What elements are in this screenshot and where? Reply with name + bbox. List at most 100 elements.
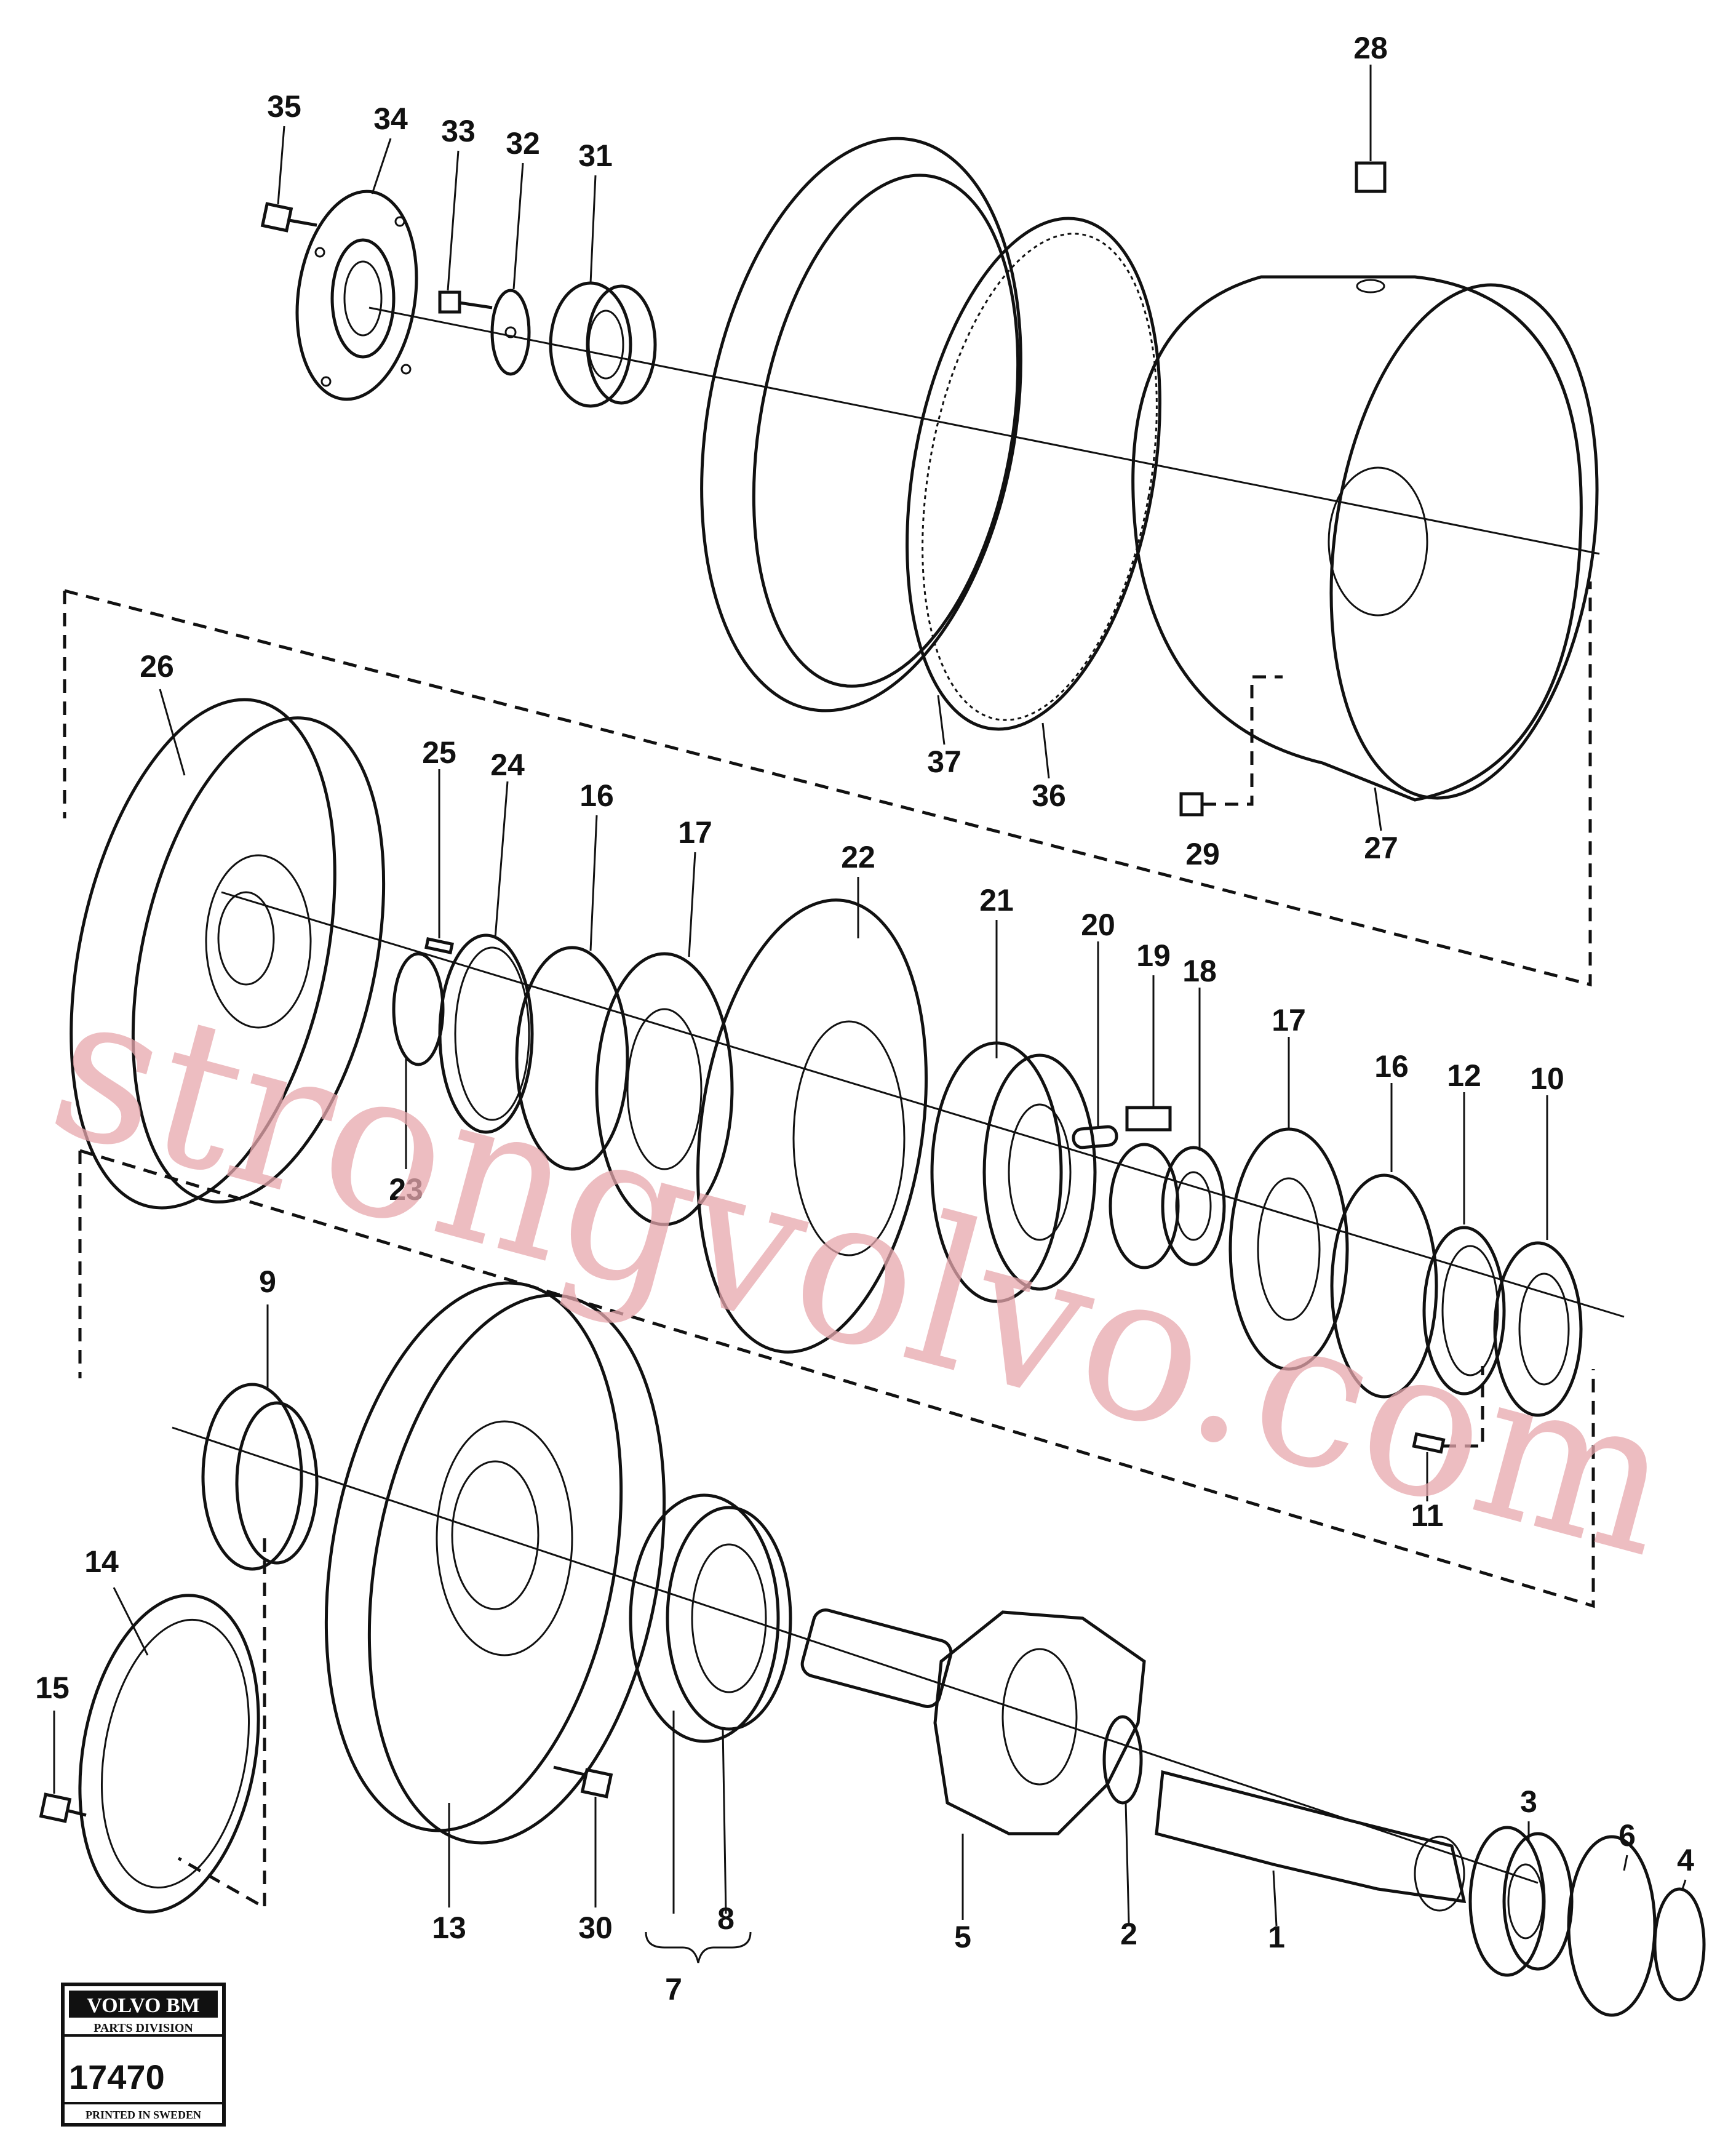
part-30-bolt[interactable] xyxy=(553,1765,613,1799)
callout-5: 5 xyxy=(954,1920,971,1954)
callout-21: 21 xyxy=(979,883,1014,917)
callout-35: 35 xyxy=(267,89,301,124)
part-10-seal[interactable] xyxy=(1493,1241,1583,1417)
callout-23: 23 xyxy=(389,1172,423,1207)
part-20-pin[interactable] xyxy=(1072,1125,1118,1149)
lower-left-bracket xyxy=(177,1538,266,1911)
leader-16a xyxy=(589,815,598,951)
callout-9: 9 xyxy=(259,1264,276,1299)
part-4-snap-ring[interactable] xyxy=(1653,1887,1706,2002)
callout-7: 7 xyxy=(665,1972,682,2007)
part-36-ring-gear[interactable] xyxy=(870,199,1196,749)
part-14-shim[interactable] xyxy=(57,1581,282,1927)
leader-37 xyxy=(937,695,946,745)
part-29-plug[interactable] xyxy=(1179,792,1204,817)
callout-28: 28 xyxy=(1353,31,1388,65)
callout-27: 27 xyxy=(1364,831,1398,865)
callout-19: 19 xyxy=(1136,938,1171,973)
part-26-turbine[interactable] xyxy=(29,676,424,1232)
callout-37: 37 xyxy=(927,745,962,779)
part-37-outer-ring[interactable] xyxy=(659,113,1063,737)
dash-29 xyxy=(1203,675,1283,806)
callout-16-right: 16 xyxy=(1374,1049,1409,1084)
brace-7 xyxy=(645,1931,752,1963)
leader-32 xyxy=(512,162,524,290)
volvo-parts-stamp: VOLVO BM PARTS DIVISION 17470 PRINTED IN… xyxy=(61,1983,226,2127)
leader-33 xyxy=(447,150,460,291)
callout-3: 3 xyxy=(1520,1784,1537,1819)
part-23-snap-ring[interactable] xyxy=(392,952,445,1066)
part-19-block[interactable] xyxy=(1125,1106,1172,1132)
callout-33: 33 xyxy=(441,114,476,148)
part-13-impeller[interactable] xyxy=(286,1260,704,1866)
watermark: strongvolvo.com xyxy=(31,944,1696,1602)
leader-4 xyxy=(1681,1879,1687,1890)
part-28-plug[interactable] xyxy=(1355,161,1387,294)
part-5-shaft[interactable] xyxy=(800,1607,954,1709)
callout-6: 6 xyxy=(1619,1818,1636,1853)
callout-11: 11 xyxy=(1411,1498,1444,1533)
callout-14: 14 xyxy=(84,1544,119,1579)
part-12-bearing[interactable] xyxy=(1422,1226,1506,1396)
stamp-division: PARTS DIVISION xyxy=(94,2021,193,2035)
part-6-ring[interactable] xyxy=(1567,1835,1657,2017)
lower-axis-line xyxy=(172,1426,1539,1884)
leader-34 xyxy=(371,138,392,194)
callout-32: 32 xyxy=(506,126,540,161)
top-axis-line xyxy=(368,306,1600,555)
leader-26 xyxy=(159,689,186,776)
callout-16-left: 16 xyxy=(579,778,614,813)
callout-36: 36 xyxy=(1032,778,1066,813)
callout-2: 2 xyxy=(1120,1917,1137,1951)
stamp-printed: PRINTED IN SWEDEN xyxy=(86,2109,201,2121)
leader-6 xyxy=(1623,1855,1628,1871)
callout-22: 22 xyxy=(841,840,875,874)
part-33-screw[interactable] xyxy=(438,290,493,314)
leader-14 xyxy=(113,1587,149,1656)
part-35-bolt[interactable] xyxy=(260,202,317,233)
part-22-stator[interactable] xyxy=(671,885,953,1367)
leader-2 xyxy=(1125,1802,1130,1923)
part-17-disc-left[interactable] xyxy=(595,952,734,1226)
callout-34: 34 xyxy=(373,102,408,136)
callout-17-right: 17 xyxy=(1272,1003,1306,1037)
leader-1 xyxy=(1272,1870,1278,1927)
callout-24: 24 xyxy=(490,748,525,782)
callout-8: 8 xyxy=(717,1901,735,1936)
stamp-brand: VOLVO BM xyxy=(87,1994,199,2017)
part-15-bolt[interactable] xyxy=(39,1792,87,1823)
callout-25: 25 xyxy=(422,735,456,770)
part-24-ring[interactable] xyxy=(438,933,534,1134)
callout-12: 12 xyxy=(1447,1058,1481,1093)
part-3-bearing[interactable] xyxy=(1468,1826,1574,1977)
part-32-washer[interactable] xyxy=(490,289,531,376)
leader-35 xyxy=(277,126,285,205)
callout-30: 30 xyxy=(578,1911,613,1945)
part-2-snap-ring[interactable] xyxy=(1102,1715,1143,1805)
callout-31: 31 xyxy=(578,138,613,173)
part-31-bearing[interactable] xyxy=(549,281,657,408)
part-16-ring-right[interactable] xyxy=(1330,1173,1438,1399)
part-9-seal-ring[interactable] xyxy=(201,1383,319,1571)
stamp-number: 17470 xyxy=(69,2058,165,2096)
part-16-ring-left[interactable] xyxy=(515,946,629,1171)
part-1-shaft[interactable] xyxy=(1155,1770,1467,1912)
part-34-cover[interactable] xyxy=(284,183,429,407)
part-18-hub[interactable] xyxy=(1109,1143,1226,1269)
callout-17-left: 17 xyxy=(678,815,712,850)
part-11-pin[interactable] xyxy=(1412,1432,1446,1454)
part-27-housing[interactable] xyxy=(1131,268,1628,815)
leader-27 xyxy=(1374,787,1382,831)
callout-13: 13 xyxy=(432,1911,466,1945)
part-25-pin[interactable] xyxy=(424,937,454,954)
callout-20: 20 xyxy=(1081,908,1115,942)
callout-4: 4 xyxy=(1677,1843,1694,1877)
callout-10: 10 xyxy=(1530,1061,1564,1096)
callout-26: 26 xyxy=(140,649,174,684)
callout-29: 29 xyxy=(1185,837,1220,871)
part-8-gear[interactable] xyxy=(629,1493,792,1743)
leader-17a xyxy=(688,852,696,957)
lower-frame xyxy=(78,1149,1595,1608)
leader-24 xyxy=(494,781,509,939)
